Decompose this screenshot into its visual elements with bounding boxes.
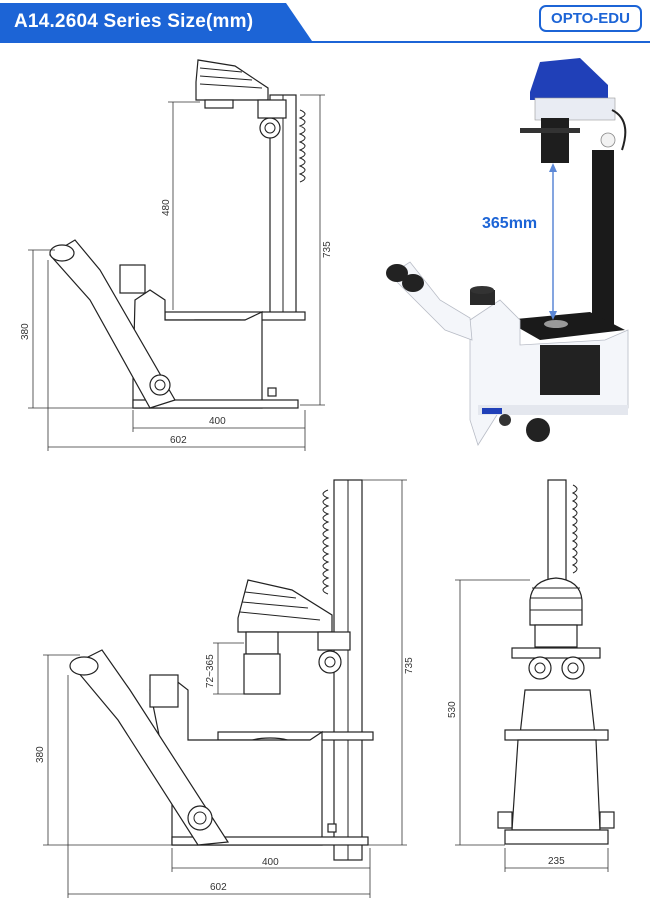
photo-focus-knob — [526, 418, 550, 442]
eyepiece-arm — [49, 239, 176, 409]
dim-735-2: 735 — [404, 657, 415, 674]
photo-pillar — [592, 150, 614, 330]
dim-400-2: 400 — [262, 857, 279, 868]
focus-knob-2 — [187, 805, 213, 831]
cable-coil-2 — [322, 489, 330, 595]
page-title: A14.2604 Series Size(mm) — [14, 11, 254, 32]
front-lamp — [529, 577, 583, 626]
condenser-knob-2 — [318, 650, 342, 674]
stage-2 — [217, 731, 374, 741]
dim-380: 380 — [20, 323, 31, 340]
eyepiece-arm-2 — [71, 649, 230, 846]
dim-235: 235 — [548, 856, 565, 867]
front-eyepiece-right — [561, 656, 585, 680]
cable-coil — [298, 109, 306, 183]
dim-602-2: 602 — [210, 882, 227, 893]
lamp-housing — [195, 59, 269, 101]
dim-72-365: 72~365 — [205, 654, 216, 688]
microscope-photo: 365mm — [386, 58, 629, 446]
condenser-knob — [259, 117, 281, 139]
focus-knob — [149, 374, 171, 396]
photo-lamp-head — [530, 58, 608, 100]
front-view: 530 235 — [447, 479, 615, 872]
dim-602: 602 — [170, 435, 187, 446]
side-view-top: 480 735 380 400 602 — [20, 59, 333, 451]
dim-735: 735 — [322, 241, 333, 258]
stage — [164, 311, 306, 321]
working-distance-label: 365mm — [482, 215, 537, 232]
front-stage — [511, 647, 601, 659]
side-view-bottom: 72~365 735 380 400 602 — [35, 479, 415, 898]
front-eyepiece-left — [528, 656, 552, 680]
header: A14.2604 Series Size(mm) OPTO-EDU — [0, 0, 650, 43]
dim-480: 480 — [161, 199, 172, 216]
title-banner — [0, 3, 312, 41]
dim-380-2: 380 — [35, 746, 46, 763]
front-body — [511, 739, 601, 831]
brand-logo: OPTO-EDU — [539, 5, 642, 32]
front-pillar — [547, 479, 567, 581]
dim-530: 530 — [447, 701, 458, 718]
condenser-2 — [245, 631, 279, 655]
dim-400: 400 — [209, 416, 226, 427]
header-rule — [0, 41, 650, 43]
